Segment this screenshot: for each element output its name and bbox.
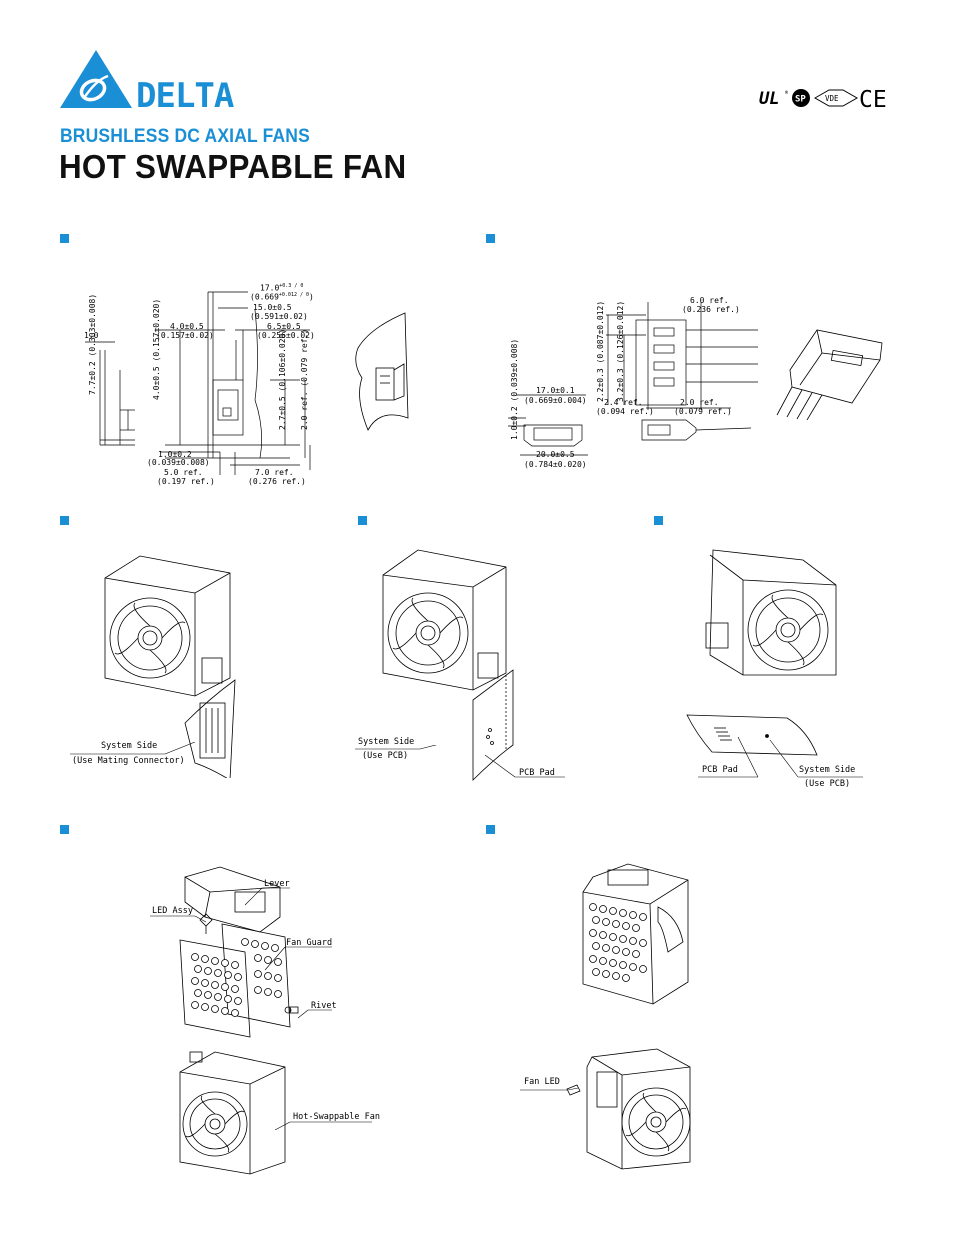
- mount1-label-mating-connector: (Use Mating Connector): [72, 756, 185, 766]
- conn-dim-4-inch: (0.236 ref.): [682, 305, 740, 314]
- fan-mounting-pcb-flat-drawing: [688, 545, 838, 680]
- fan-mounting-connector-drawing: [100, 548, 240, 781]
- mount3-label-use-pcb: (Use PCB): [804, 779, 851, 789]
- section-bullet-mounting-3: [654, 516, 663, 525]
- csa-mark-icon: SP: [792, 89, 810, 107]
- section-bullet-connector: [486, 234, 495, 243]
- svg-text:UL: UL: [759, 89, 779, 109]
- conn-dim-6: 3.2±0.3 (0.126±0.012): [616, 300, 625, 402]
- conn-dim-8-inch: (0.079 ref.): [674, 407, 732, 416]
- conn-dim-3: 20.0±0.5: [536, 450, 575, 459]
- exploded-view-drawing: [150, 862, 380, 1177]
- dim-3: 15.0±0.5: [253, 303, 292, 312]
- dim-11-inch: (0.197 ref.): [157, 477, 215, 486]
- fan-dimension-drawing: 1.0 17.0+0.3 / 0 (0.669+0.012 / 0) 15.0±…: [60, 280, 330, 490]
- mount1-leader: [70, 741, 220, 772]
- certification-marks: UL ® SP VDE CE: [759, 86, 895, 113]
- dim-4: 4.0±0.5: [170, 322, 204, 331]
- ul-mark-icon: UL ®: [759, 89, 789, 109]
- conn-dim-2: 17.0±0.1: [536, 386, 575, 395]
- dim-10: 1.0±0.2: [158, 450, 192, 459]
- conn-dim-2-inch: (0.669±0.004): [524, 396, 587, 405]
- dim-5: 6.5±0.5: [267, 322, 301, 331]
- exploded-label-lever: Lever: [264, 879, 290, 889]
- exploded-label-fan-guard: Fan Guard: [286, 938, 333, 948]
- conn-dim-1: 1.0±0.2 (0.039±0.008): [510, 338, 519, 440]
- dim-7: 4.0±0.5 (0.157±0.020): [152, 298, 161, 400]
- page-subtitle: BRUSHLESS DC AXIAL FANS: [60, 126, 310, 147]
- svg-text:VDE: VDE: [825, 94, 839, 103]
- dim-12-inch: (0.276 ref.): [248, 477, 306, 486]
- exploded-leaders: [150, 880, 375, 1131]
- delta-logo: DELTA: [60, 50, 250, 116]
- conn-dim-3-inch: (0.784±0.020): [524, 460, 587, 469]
- exploded-label-hot-swappable-fan: Hot-Swappable Fan: [293, 1112, 380, 1122]
- mount2-label-pcb-pad: PCB Pad: [519, 768, 555, 778]
- conn-dim-4: 6.0 ref.: [690, 296, 729, 305]
- dim-5-inch: (0.256±0.02): [257, 331, 315, 340]
- dim-1: 1.0: [84, 331, 99, 340]
- mount1-label-system-side: System Side: [101, 741, 158, 751]
- dim-11: 5.0 ref.: [164, 468, 203, 477]
- fan-mounting-pcb-drawing: [378, 545, 528, 785]
- dim-2-inch: (0.669+0.012 / 0): [250, 292, 314, 302]
- svg-text:®: ®: [785, 90, 789, 96]
- section-bullet-assembled: [486, 825, 495, 834]
- exploded-label-rivet: Rivet: [311, 1001, 337, 1011]
- dim-12: 7.0 ref.: [255, 468, 294, 477]
- ce-mark-icon: CE: [859, 87, 887, 113]
- dim-2: 17.0+0.3 / 0: [260, 283, 304, 293]
- logo-wordmark: DELTA: [136, 76, 234, 110]
- section-bullet-dimensions: [60, 234, 69, 243]
- exploded-label-led-assy: LED Assy: [152, 906, 193, 916]
- connector-3d-drawing: [772, 325, 887, 421]
- page-title: HOT SWAPPABLE FAN: [59, 148, 407, 185]
- dim-9: 2.0 ref. (0.079 ref.): [300, 328, 309, 430]
- mount3-label-pcb-pad: PCB Pad: [702, 765, 738, 775]
- mount3-leaders: [698, 735, 863, 780]
- connector-sketch-small: [350, 308, 415, 433]
- conn-dim-7-inch: (0.094 ref.): [596, 407, 654, 416]
- dim-3-inch: (0.591±0.02): [250, 312, 308, 321]
- mount2-label-system-side: System Side: [358, 737, 415, 747]
- fan-led-leader: [520, 1083, 580, 1095]
- connector-dimension-drawing: 1.0±0.2 (0.039±0.008) 17.0±0.1 (0.669±0.…: [496, 290, 766, 480]
- section-bullet-exploded: [60, 825, 69, 834]
- assembled-view-bottom-drawing: [562, 1047, 692, 1172]
- svg-text:CE: CE: [859, 87, 887, 110]
- conn-dim-7: 2.4 ref.: [604, 398, 643, 407]
- section-bullet-mounting-1: [60, 516, 69, 525]
- section-bullet-mounting-2: [358, 516, 367, 525]
- vde-mark-icon: VDE: [813, 89, 859, 107]
- conn-dim-5: 2.2±0.3 (0.087±0.012): [596, 300, 605, 402]
- conn-dim-8: 2.0 ref.: [680, 398, 719, 407]
- dim-6: 7.7±0.2 (0.303±0.008): [88, 293, 97, 395]
- assembled-view-top-drawing: [578, 862, 693, 1012]
- mount2-label-use-pcb: (Use PCB): [362, 751, 409, 761]
- mount3-label-system-side: System Side: [799, 765, 856, 775]
- mount3-pcb-sheet: [682, 710, 822, 760]
- svg-text:SP: SP: [795, 95, 806, 105]
- assembled-label-fan-led: Fan LED: [524, 1077, 560, 1087]
- dim-8: 2.7±0.5 (0.106±0.020): [278, 328, 287, 430]
- dim-4-inch: (0.157±0.02): [156, 331, 214, 340]
- dim-10-inch: (0.039±0.008): [147, 458, 210, 467]
